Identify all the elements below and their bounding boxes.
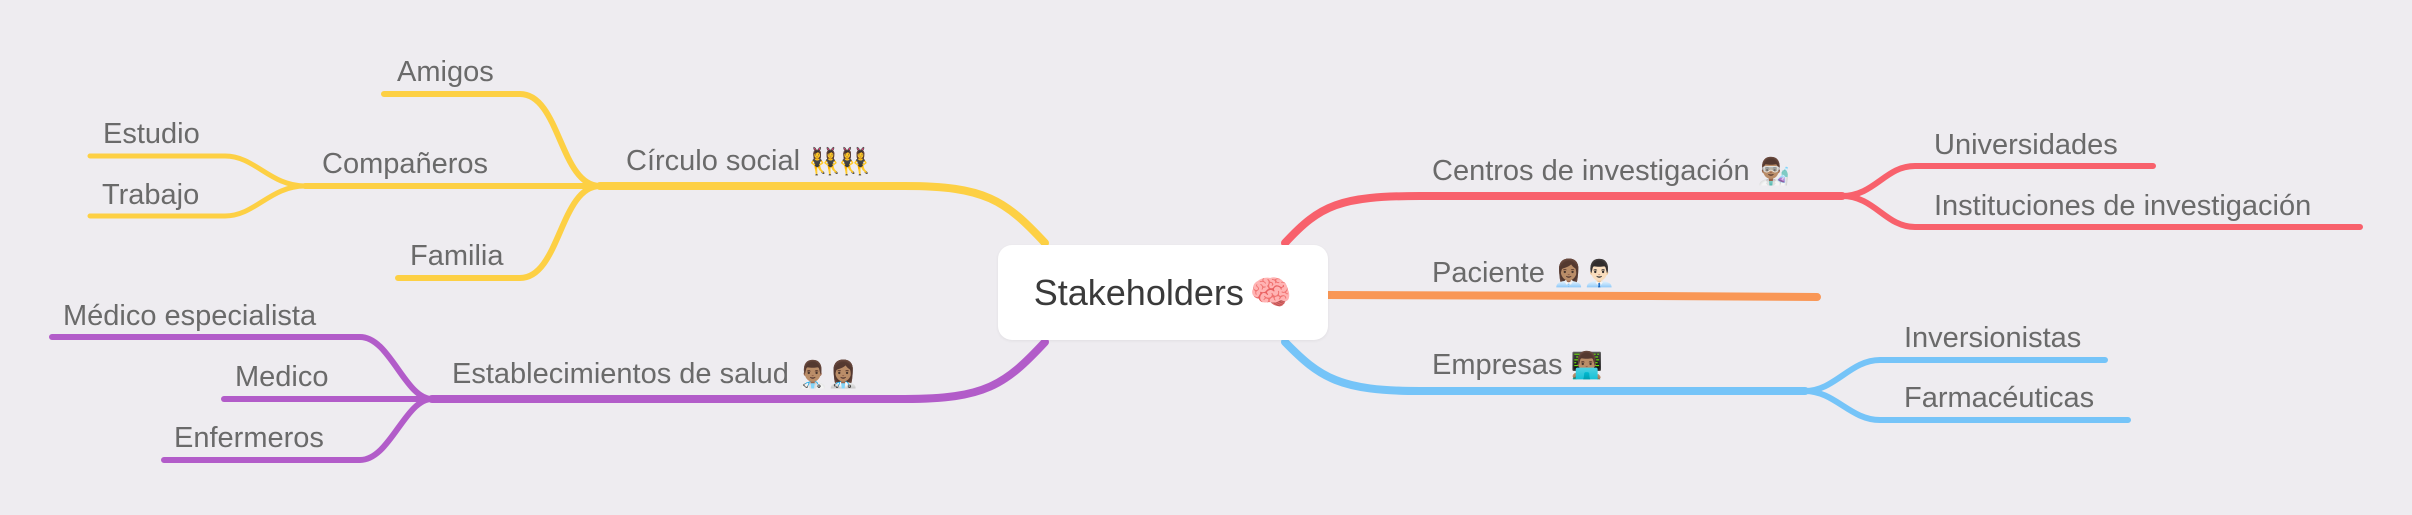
node-companeros[interactable]: Compañeros xyxy=(322,150,488,179)
node-establecimientos-salud[interactable]: Establecimientos de salud👨🏽‍⚕️👩🏽‍⚕️ xyxy=(452,358,860,390)
doctors-icon: 👨🏽‍⚕️👩🏽‍⚕️ xyxy=(796,359,860,389)
technologist-icon: 👨🏽‍💻 xyxy=(1570,350,1603,380)
branch-patient-lines xyxy=(1324,291,1821,301)
node-label: Familia xyxy=(410,240,504,272)
node-label: Establecimientos de salud xyxy=(452,358,789,390)
node-label: Médico especialista xyxy=(63,300,317,332)
node-inversionistas[interactable]: Inversionistas xyxy=(1904,324,2081,353)
node-medico[interactable]: Medico xyxy=(235,363,329,392)
branch-research-lines xyxy=(1281,163,2363,247)
node-label: Paciente xyxy=(1432,257,1545,289)
node-label: Compañeros xyxy=(322,148,489,180)
node-paciente[interactable]: Paciente👩🏽‍💼👨🏻‍💼 xyxy=(1432,257,1616,289)
node-label: Estudio xyxy=(103,118,200,150)
connector-root-companies xyxy=(1281,338,1809,395)
branch-social-lines xyxy=(87,91,1049,281)
node-label: Farmacéuticas xyxy=(1904,382,2095,414)
node-centros-investigacion[interactable]: Centros de investigación👨🏽‍🔬 xyxy=(1432,155,1790,187)
node-empresas[interactable]: Empresas👨🏽‍💻 xyxy=(1432,349,1603,381)
people-icon: 👩🏽‍💼👨🏻‍💼 xyxy=(1552,258,1616,288)
node-farmaceuticas[interactable]: Farmacéuticas xyxy=(1904,384,2094,413)
node-amigos[interactable]: Amigos xyxy=(397,58,494,87)
node-label: Instituciones de investigación xyxy=(1934,190,2312,222)
branch-companies-lines xyxy=(1281,338,2131,423)
node-label: Círculo social xyxy=(626,145,801,177)
connector-companeros-trabajo xyxy=(87,183,308,219)
root-label: Stakeholders xyxy=(1033,271,1244,313)
root-node[interactable]: Stakeholders 🧠 xyxy=(998,245,1328,340)
connector-root-social xyxy=(596,182,1049,247)
node-label: Trabajo xyxy=(102,179,200,211)
node-estudio[interactable]: Estudio xyxy=(103,120,200,149)
connector-companies-farmaceuticas xyxy=(1802,388,2131,423)
node-label: Medico xyxy=(235,361,329,393)
connector-health-enfermeros xyxy=(161,396,435,463)
connector-social-amigos xyxy=(381,91,603,189)
node-trabajo[interactable]: Trabajo xyxy=(102,181,199,210)
scientist-icon: 👨🏽‍🔬 xyxy=(1757,156,1790,186)
node-label: Centros de investigación xyxy=(1432,155,1750,187)
brain-icon: 🧠 xyxy=(1249,273,1293,312)
connector-social-familia xyxy=(395,183,603,281)
node-enfermeros[interactable]: Enfermeros xyxy=(174,424,324,453)
node-label: Inversionistas xyxy=(1904,322,2082,354)
node-label: Universidades xyxy=(1934,129,2118,161)
node-label: Enfermeros xyxy=(174,422,324,454)
node-circulo-social[interactable]: Círculo social👯‍♀️👯‍♀️ xyxy=(626,145,871,177)
node-instituciones-investigacion[interactable]: Instituciones de investigación xyxy=(1934,192,2311,221)
dancers-icon: 👯‍♀️👯‍♀️ xyxy=(808,146,871,176)
connector-root-patient xyxy=(1324,291,1821,301)
node-familia[interactable]: Familia xyxy=(410,242,503,271)
node-medico-especialista[interactable]: Médico especialista xyxy=(63,302,316,331)
connector-research-instituciones xyxy=(1839,193,2363,230)
connector-root-health xyxy=(428,338,1049,403)
node-label: Empresas xyxy=(1432,349,1563,381)
node-label: Amigos xyxy=(397,56,494,88)
branch-health-lines xyxy=(49,334,1049,463)
connector-root-research xyxy=(1281,192,1846,247)
node-universidades[interactable]: Universidades xyxy=(1934,131,2118,160)
